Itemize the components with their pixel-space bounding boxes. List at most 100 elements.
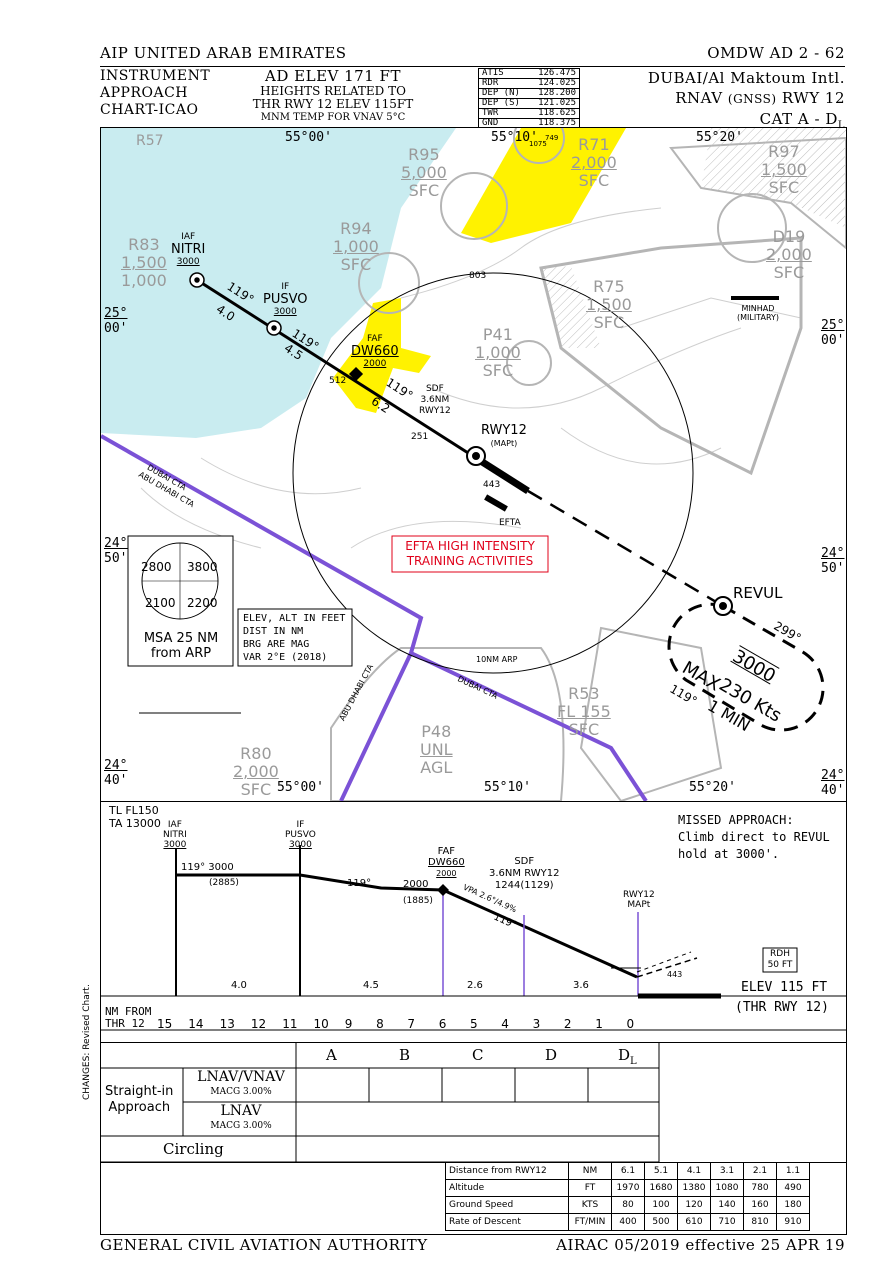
frequency-value: 128.200	[538, 88, 576, 98]
frequency-row: DEP (N) 128.200	[479, 89, 579, 99]
rod-cell: 4.1	[677, 1162, 711, 1180]
rod-cell: 490	[776, 1179, 810, 1197]
scale-tick-label: 15	[157, 1017, 173, 1031]
rod-cell: 910	[776, 1213, 810, 1231]
rod-cell: FT	[568, 1179, 612, 1197]
runway	[474, 455, 530, 494]
arp-ring	[292, 272, 694, 674]
rod-cell: 3.1	[710, 1162, 744, 1180]
scale-tick-label: 11	[282, 1017, 298, 1031]
profile-seg2-alt: 2000	[403, 879, 429, 890]
efta-runway	[484, 494, 508, 512]
obstacle-251: 251	[411, 432, 429, 442]
profile-path	[176, 873, 638, 979]
minima-grid	[101, 1042, 660, 1162]
rod-cell: 780	[743, 1179, 777, 1197]
frequency-name: TWR	[482, 108, 499, 118]
rod-cell: 1380	[677, 1179, 711, 1197]
msa-sw: 2100	[145, 596, 176, 610]
footer-authority: GENERAL CIVIL AVIATION AUTHORITY	[100, 1236, 428, 1254]
frequency-value: 118.625	[538, 108, 576, 118]
rod-cell: 810	[743, 1213, 777, 1231]
frequency-name: DEP (S)	[482, 98, 520, 108]
revul-label: REVUL	[733, 584, 783, 602]
frequency-row: DEP (S) 121.025	[479, 99, 579, 109]
rod-cell: FT/MIN	[568, 1213, 612, 1231]
scale-tick-label: 0	[626, 1017, 635, 1031]
frequency-value: 121.025	[538, 98, 576, 108]
plan-map	[101, 128, 846, 801]
aip-title: AIP UNITED ARAB EMIRATES	[100, 44, 347, 62]
frequency-value: 126.475	[538, 68, 576, 78]
scale-tick-label: 8	[376, 1017, 384, 1031]
scale-tick-label: 12	[250, 1017, 267, 1031]
cta-boundary-west	[101, 434, 424, 801]
msa-ne: 3800	[187, 560, 218, 574]
header-rule	[100, 44, 845, 67]
arp-ring-label: 10NM ARP	[476, 655, 518, 664]
lon-55-10-bot: 55°10'	[484, 780, 531, 795]
obstacle-1075: 1075	[529, 140, 547, 148]
rod-cell: 1680	[644, 1179, 678, 1197]
elev-label: ELEV 115 FT	[741, 980, 828, 995]
rod-cell: 100	[644, 1196, 678, 1214]
notes-box	[237, 608, 353, 667]
footer-airac: AIRAC 05/2019 effective 25 APR 19	[556, 1236, 845, 1254]
circling-label: Circling	[163, 1140, 224, 1158]
elevation-block: AD ELEV 171 FT HEIGHTS RELATED TO THR RW…	[252, 67, 414, 124]
scale-tick-label: 7	[407, 1017, 416, 1031]
rod-cell: 1.1	[776, 1162, 810, 1180]
missed-track	[527, 489, 724, 608]
rwy12-label: RWY12(MAPt)	[481, 423, 527, 448]
cat-d: D	[545, 1046, 558, 1064]
frequency-name: DEP (N)	[482, 88, 520, 98]
rod-cell: 710	[710, 1213, 744, 1231]
rod-cell: KTS	[568, 1196, 612, 1214]
rod-cell: Distance from RWY12	[445, 1162, 569, 1180]
lat-25-00-left: 25°00'	[104, 306, 128, 336]
scale-tick-label: 10	[313, 1017, 329, 1031]
fix-nitri	[189, 272, 205, 288]
rod-cell: 6.1	[611, 1162, 645, 1180]
page-id: OMDW AD 2 - 62	[707, 44, 845, 62]
profile-obstacle: 443	[667, 970, 683, 979]
cat-b: B	[399, 1046, 411, 1064]
cta-boundary-south	[410, 651, 648, 801]
cat-a: A	[326, 1046, 337, 1064]
scale-tick-label: 3	[532, 1017, 541, 1031]
lon-55-20-top: 55°20'	[696, 130, 743, 145]
frequency-value: 118.375	[538, 118, 576, 128]
frequency-name: RDR	[482, 78, 499, 88]
sea-area	[101, 128, 456, 438]
obstacle-749: 749	[545, 134, 559, 142]
rod-cell: 500	[644, 1213, 678, 1231]
efta-label: EFTA	[499, 518, 521, 528]
lat-24-50-left: 24°50'	[104, 536, 128, 566]
profile-dist-1: 4.0	[231, 980, 247, 991]
lat-24-40-left: 24°40'	[104, 758, 128, 788]
